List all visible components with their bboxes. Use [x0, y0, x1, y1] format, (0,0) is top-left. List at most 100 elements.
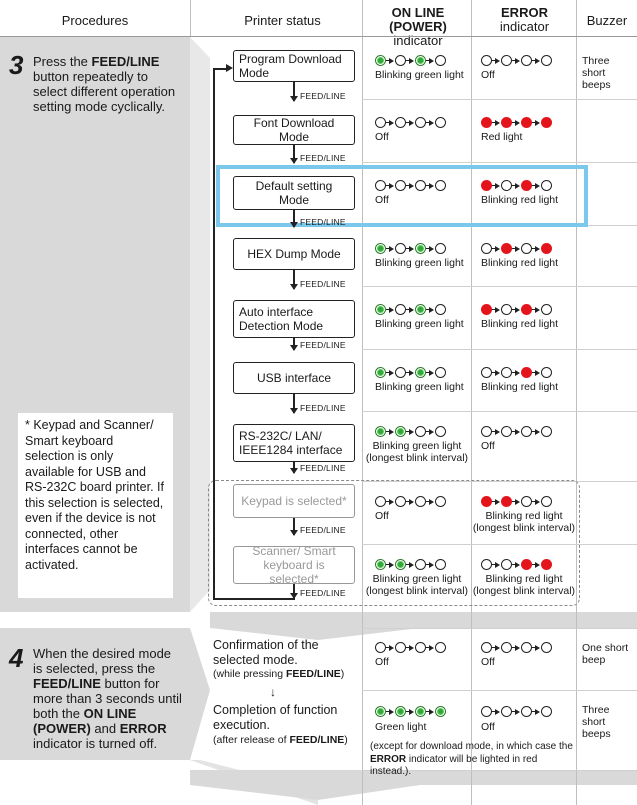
off-led-icon — [521, 55, 532, 66]
loop-line-bottom — [213, 598, 295, 600]
off-led-icon — [435, 367, 446, 378]
sequence-arrow-icon — [409, 498, 414, 505]
sequence-connector — [406, 710, 409, 713]
step4-text-g: indicator is turned off. — [33, 736, 158, 751]
sequence-connector — [426, 184, 429, 187]
sequence-arrow-icon — [515, 708, 520, 715]
off-led-icon — [435, 426, 446, 437]
step3-text-a: Press the — [33, 54, 92, 69]
red-led-icon — [541, 559, 552, 570]
error-status-label: Red light — [481, 131, 523, 143]
confirm-online-label: Off — [375, 656, 389, 668]
error-status-label: Blinking red light — [481, 194, 559, 206]
complete-error-indicator-sequence — [481, 705, 552, 718]
off-led-icon — [395, 496, 406, 507]
online-status-label: Off — [375, 194, 389, 206]
sequence-connector — [532, 184, 535, 187]
optional-modes-region — [208, 480, 580, 606]
sequence-connector — [532, 430, 535, 433]
sequence-connector — [512, 59, 515, 62]
green-led-icon — [415, 243, 426, 254]
sequence-connector — [386, 247, 389, 250]
off-led-icon — [375, 642, 386, 653]
red-led-icon — [481, 304, 492, 315]
online-indicator-sequence — [375, 425, 446, 438]
sequence-arrow-icon — [389, 428, 394, 435]
mode-box: Font Download Mode — [233, 115, 355, 145]
sequence-connector — [512, 247, 515, 250]
off-led-icon — [481, 559, 492, 570]
online-status-label: Off — [375, 131, 389, 143]
error-indicator-sequence — [481, 179, 552, 192]
sequence-connector — [426, 563, 429, 566]
feed-line-label: FEED/LINE — [300, 463, 346, 473]
off-led-icon — [395, 367, 406, 378]
green-led-icon — [395, 706, 406, 717]
off-led-icon — [541, 367, 552, 378]
header-printer-status: Printer status — [244, 13, 321, 28]
sequence-connector — [406, 184, 409, 187]
off-led-icon — [541, 55, 552, 66]
sequence-arrow-icon — [409, 428, 414, 435]
mode-box: HEX Dump Mode — [233, 238, 355, 270]
off-led-icon — [541, 706, 552, 717]
green-led-icon — [375, 706, 386, 717]
sequence-connector — [492, 184, 495, 187]
feed-line-label: FEED/LINE — [300, 217, 346, 227]
off-led-icon — [435, 304, 446, 315]
highlight-default-setting — [216, 165, 588, 227]
step4-text-b: FEED/LINE — [33, 676, 101, 691]
green-led-icon — [415, 367, 426, 378]
error-indicator-sequence — [481, 242, 552, 255]
red-led-icon — [541, 117, 552, 128]
off-led-icon — [521, 496, 532, 507]
complete-title: Completion of function execution. — [213, 703, 338, 732]
sequence-arrow-icon — [429, 245, 434, 252]
green-led-icon — [375, 55, 386, 66]
confirm-error-indicator-sequence — [481, 641, 552, 654]
sequence-connector — [512, 430, 515, 433]
sequence-connector — [426, 121, 429, 124]
loop-arrowhead — [226, 64, 233, 72]
mode-box: Default setting Mode — [233, 176, 355, 210]
red-led-icon — [501, 243, 512, 254]
flow-down-arrow-icon — [290, 82, 297, 102]
step3-text-c: button repeatedly to select different op… — [33, 69, 176, 114]
sequence-arrow-icon — [429, 119, 434, 126]
sequence-connector — [532, 563, 535, 566]
sequence-connector — [406, 371, 409, 374]
green-led-icon — [375, 243, 386, 254]
off-led-icon — [481, 55, 492, 66]
sequence-connector — [386, 121, 389, 124]
sequence-arrow-icon — [429, 561, 434, 568]
step4-text-d: ON LINE (POWER) — [33, 706, 137, 736]
sequence-connector — [512, 500, 515, 503]
online-indicator-sequence — [375, 558, 446, 571]
off-led-icon — [375, 180, 386, 191]
red-led-icon — [521, 559, 532, 570]
sequence-arrow-icon — [389, 119, 394, 126]
grid-line — [576, 0, 577, 805]
off-led-icon — [435, 642, 446, 653]
row-divider — [362, 770, 637, 771]
error-status-label: Blinking red light — [481, 257, 559, 269]
mode-box: Scanner/ Smart keyboard is selected* — [233, 544, 355, 586]
mode-box: Auto interface Detection Mode — [233, 300, 355, 338]
error-status-label: Blinking red light — [481, 381, 559, 393]
error-indicator-sequence — [481, 495, 552, 508]
complete-sub-a: (after release of — [213, 734, 290, 746]
sequence-arrow-icon — [389, 498, 394, 505]
mode-box: USB interface — [233, 362, 355, 394]
sequence-arrow-icon — [495, 306, 500, 313]
red-led-icon — [501, 496, 512, 507]
header-online-title: ON LINE (POWER) — [389, 5, 447, 34]
sequence-arrow-icon — [389, 57, 394, 64]
online-indicator-sequence — [375, 116, 446, 129]
off-led-icon — [415, 117, 426, 128]
online-status-label: Off — [375, 510, 389, 522]
confirm-sub-a: (while pressing — [213, 668, 286, 680]
sequence-arrow-icon — [429, 369, 434, 376]
feed-line-label: FEED/LINE — [300, 340, 346, 350]
sequence-connector — [386, 710, 389, 713]
off-led-icon — [375, 117, 386, 128]
